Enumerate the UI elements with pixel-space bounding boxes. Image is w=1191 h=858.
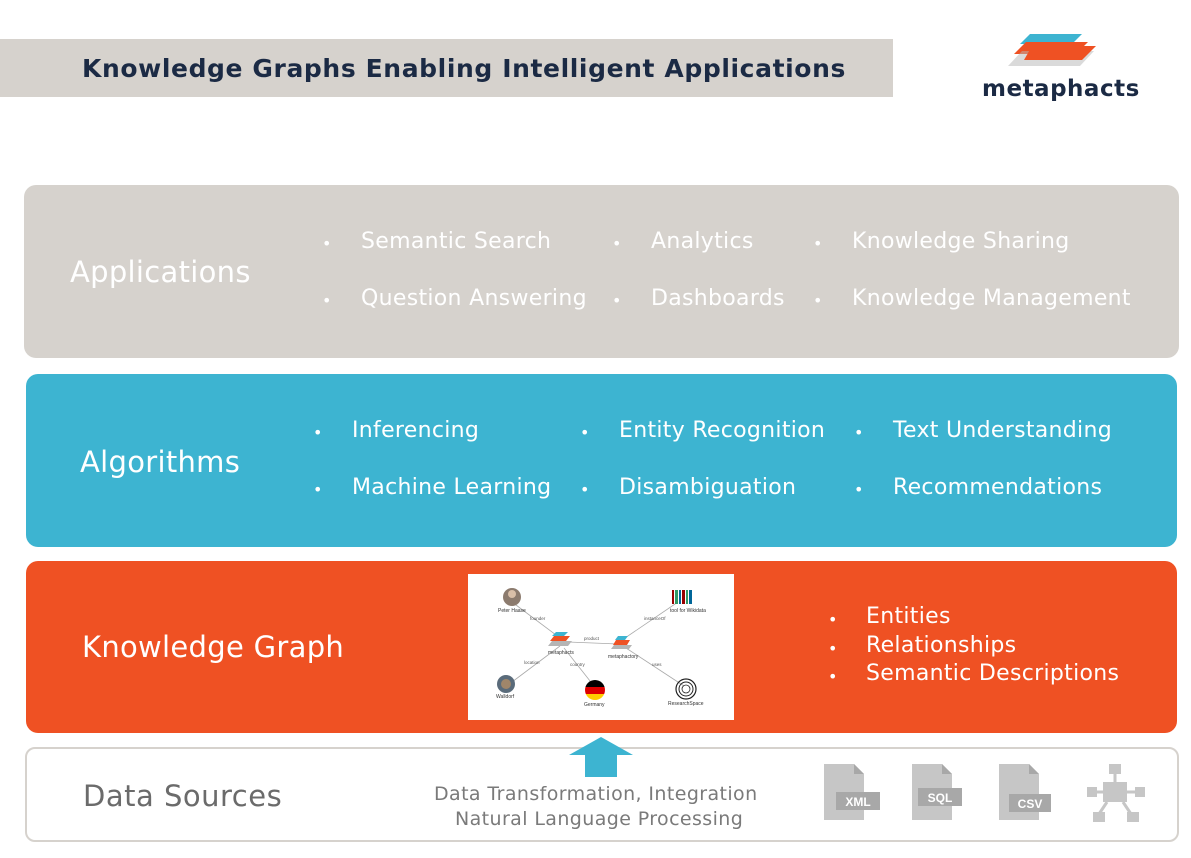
knowledge-graph-title: Knowledge Graph <box>82 630 345 664</box>
bullet-dot: • <box>580 480 590 499</box>
metaphactory-node-icon <box>611 636 632 649</box>
network-icon <box>1087 764 1145 822</box>
bullet-dot: • <box>854 480 864 499</box>
edge-country: country <box>570 662 586 667</box>
node-walldorf: Walldorf <box>496 694 515 700</box>
bullet-dot: • <box>813 291 823 310</box>
app-item-dashboards: Dashboards <box>651 286 785 311</box>
kg-item-entities: Entities <box>866 604 951 629</box>
app-item-analytics: Analytics <box>651 229 754 254</box>
data-sources-title: Data Sources <box>83 779 283 813</box>
node-metaphactory: metaphactory <box>608 654 639 660</box>
algo-item-disambiguation: Disambiguation <box>619 475 797 500</box>
page-title: Knowledge Graphs Enabling Intelligent Ap… <box>82 54 846 83</box>
applications-layer <box>24 185 1179 358</box>
algo-item-recommendations: Recommendations <box>893 475 1103 500</box>
title-bar <box>0 39 893 97</box>
bullet-dot: • <box>612 291 622 310</box>
kg-item-relationships: Relationships <box>866 633 1017 658</box>
nlp-text: Natural Language Processing <box>455 808 744 830</box>
data-transformation-text: Data Transformation, Integration <box>434 783 758 805</box>
algo-item-entity-recognition: Entity Recognition <box>619 418 826 443</box>
bullet-dot: • <box>580 423 590 442</box>
algo-item-machine-learning: Machine Learning <box>352 475 552 500</box>
xml-label: XML <box>845 795 870 809</box>
graph-diagram: founder product instanceOf location coun… <box>496 588 706 708</box>
app-item-knowledge-management: Knowledge Management <box>852 286 1131 311</box>
xml-file-icon: XML <box>824 764 880 820</box>
app-item-semantic-search: Semantic Search <box>361 229 552 254</box>
germany-flag-icon <box>585 680 605 700</box>
node-tool-for-wikidata: tool for Wikidata <box>670 608 706 614</box>
wikidata-node-icon <box>672 590 692 604</box>
logo-text: metaphacts <box>982 76 1140 102</box>
bullet-dot: • <box>322 291 332 310</box>
edge-location: location <box>524 660 540 665</box>
kg-item-semantic-descriptions: Semantic Descriptions <box>866 661 1120 686</box>
sql-file-icon: SQL <box>912 764 962 820</box>
algorithms-title: Algorithms <box>80 445 241 479</box>
edge-product: product <box>584 636 600 641</box>
node-germany: Germany <box>584 702 605 708</box>
algo-item-inferencing: Inferencing <box>352 418 480 443</box>
node-metaphacts: metaphacts <box>548 650 574 656</box>
edge-uses: uses <box>652 662 662 667</box>
metaphacts-node-icon <box>548 632 572 646</box>
bullet-dot: • <box>828 639 838 658</box>
bullet-dot: • <box>322 234 332 253</box>
node-researchspace: ResearchSpace <box>668 701 704 707</box>
csv-file-icon: CSV <box>999 764 1051 820</box>
node-peter-haase: Peter Haase <box>498 608 526 614</box>
csv-label: CSV <box>1018 797 1043 811</box>
bullet-dot: • <box>828 667 838 686</box>
researchspace-node-icon <box>675 678 697 700</box>
bullet-dot: • <box>313 480 323 499</box>
algorithms-layer <box>26 374 1177 547</box>
app-item-knowledge-sharing: Knowledge Sharing <box>852 229 1070 254</box>
edge-instanceof: instanceOf <box>644 616 666 621</box>
metaphacts-logo-icon <box>1008 34 1096 66</box>
applications-title: Applications <box>70 255 251 289</box>
knowledge-graph-image: founder product instanceOf location coun… <box>468 574 734 720</box>
sql-label: SQL <box>928 791 953 805</box>
edge-founder: founder <box>530 616 546 621</box>
bullet-dot: • <box>828 610 838 629</box>
bullet-dot: • <box>313 423 323 442</box>
up-arrow-icon <box>569 737 633 777</box>
bullet-dot: • <box>854 423 864 442</box>
bullet-dot: • <box>813 234 823 253</box>
algo-item-text-understanding: Text Understanding <box>893 418 1112 443</box>
bullet-dot: • <box>612 234 622 253</box>
app-item-question-answering: Question Answering <box>361 286 587 311</box>
